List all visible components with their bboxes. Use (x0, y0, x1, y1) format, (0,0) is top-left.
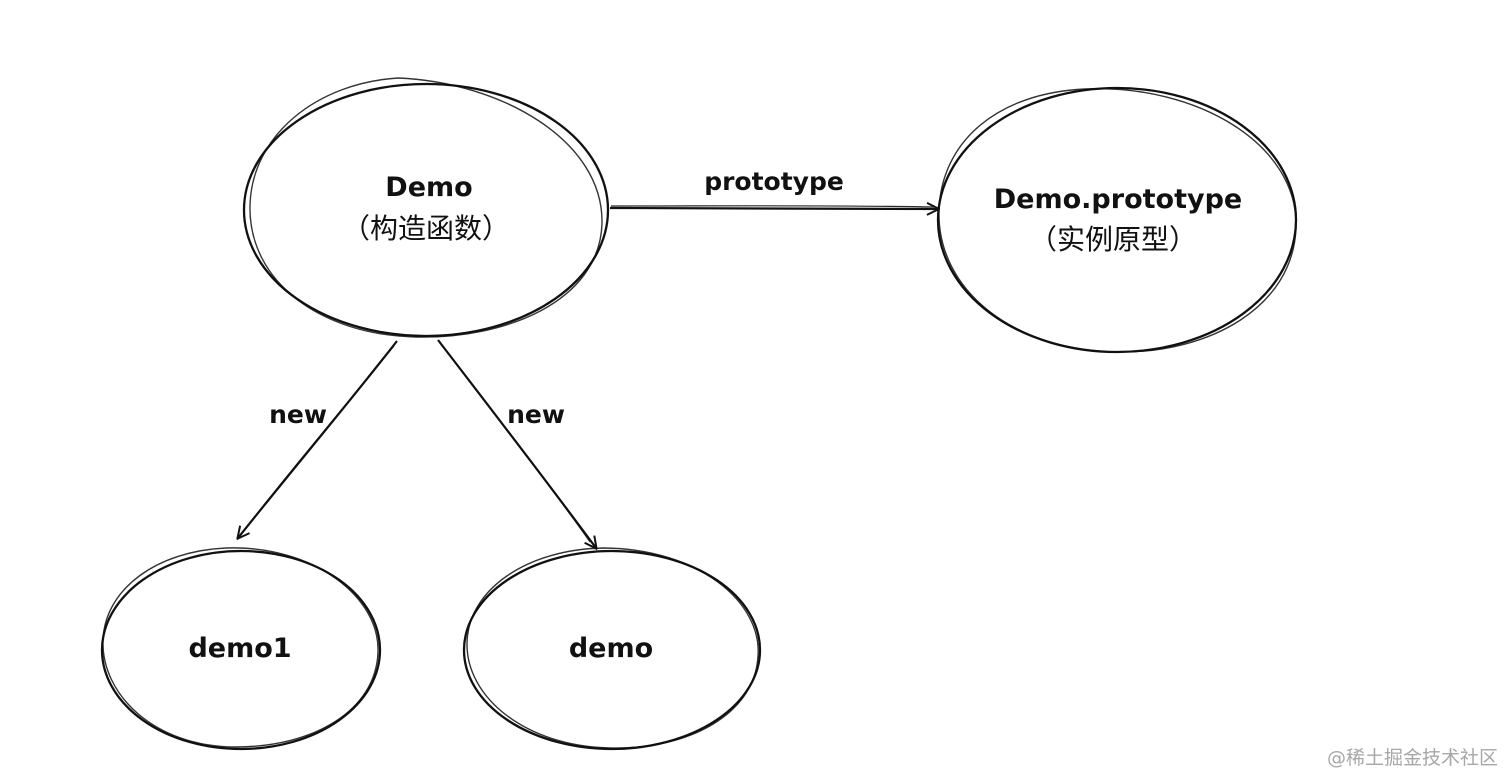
edge-prototype-line (609, 208, 938, 209)
edge-new-left-sketch-line (241, 345, 395, 534)
edge-new-left-label: new (269, 400, 327, 429)
node-demo1-instance-shape (100, 549, 382, 751)
edge-new-right-label: new (507, 400, 565, 429)
node-demo1-instance-title: demo1 (188, 633, 291, 664)
node-demo-prototype-sketch-stroke (938, 88, 1297, 353)
node-demo-constructor: Demo （构造函数） (242, 77, 610, 338)
node-demo-constructor-subtitle: （构造函数） (342, 212, 510, 245)
node-demo1-instance: demo1 (100, 547, 382, 751)
edge-prototype-label: prototype (704, 167, 844, 196)
node-demo-instance-title: demo (569, 633, 653, 664)
node-demo-instance: demo (462, 547, 762, 751)
node-demo-prototype-subtitle: （实例原型） (1029, 223, 1197, 256)
watermark-text: @稀土掘金技术社区 (1326, 747, 1498, 769)
edge-prototype: prototype (609, 167, 938, 209)
node-demo-prototype: Demo.prototype （实例原型） (936, 86, 1298, 354)
node-demo-instance-shape (462, 549, 762, 751)
node-demo-constructor-shape (242, 82, 610, 338)
node-demo1-instance-sketch-stroke (102, 547, 379, 748)
node-demo-constructor-title: Demo (385, 172, 472, 203)
node-demo-instance-sketch-stroke (466, 547, 759, 749)
edge-new-left: new (238, 340, 398, 538)
edge-new-right-sketch-line (441, 344, 591, 543)
node-demo-constructor-sketch-stroke (249, 77, 603, 338)
edge-prototype-sketch-line (610, 205, 935, 208)
edge-new-right: new (437, 339, 596, 548)
node-demo-prototype-title: Demo.prototype (994, 184, 1242, 215)
